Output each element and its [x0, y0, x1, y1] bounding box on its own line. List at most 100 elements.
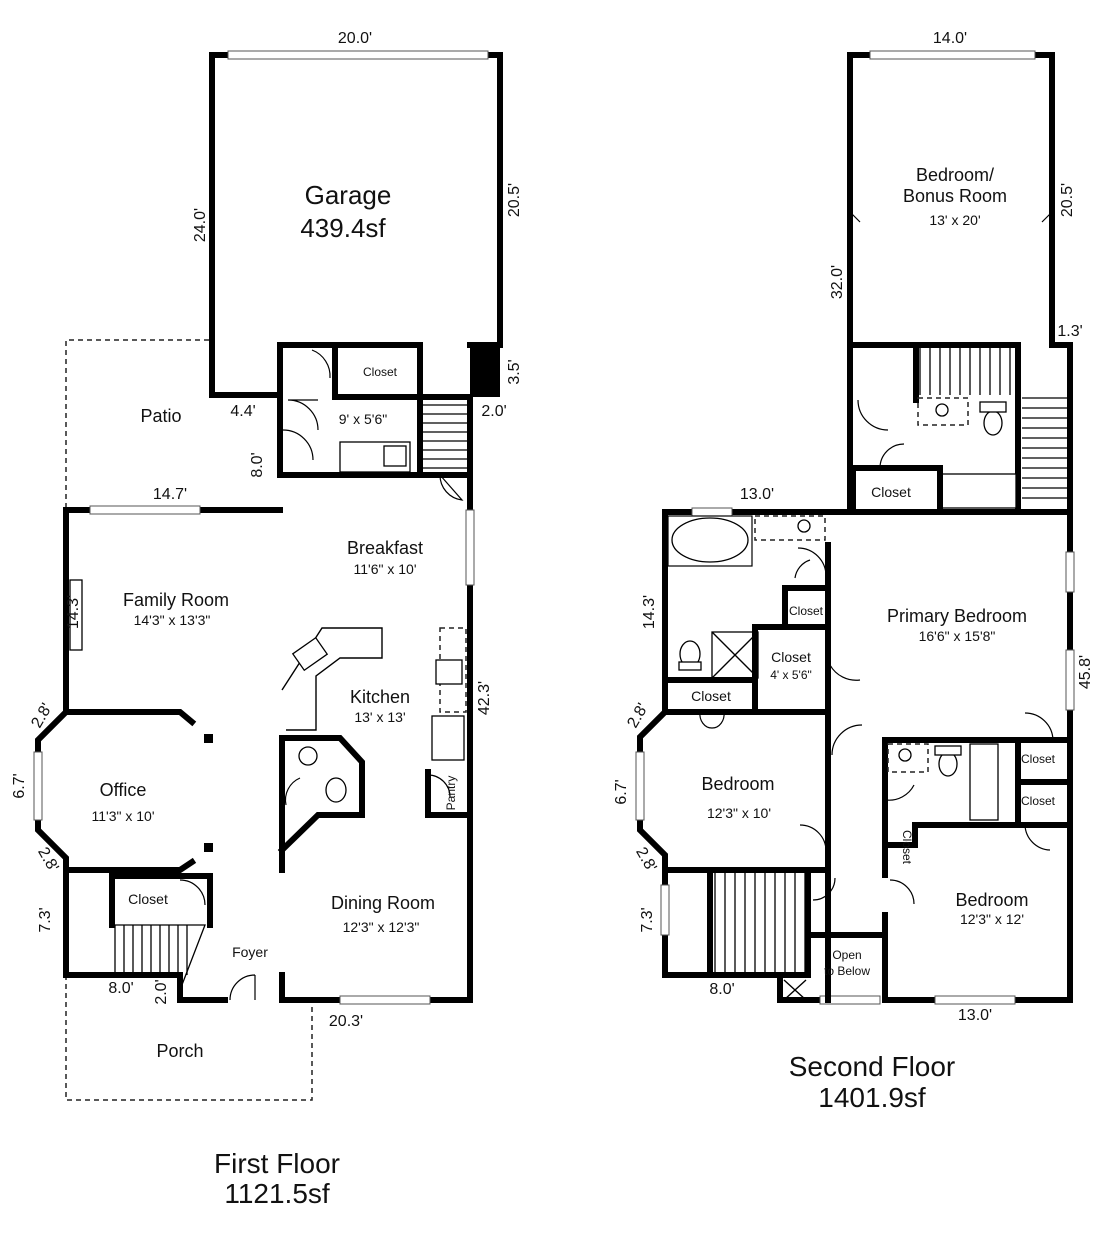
door-swing	[799, 824, 827, 852]
foyer-label: Foyer	[232, 944, 268, 960]
door-swing	[812, 877, 836, 901]
closet-foyer-label: Closet	[128, 891, 168, 907]
window	[691, 507, 733, 517]
island-sink	[291, 636, 329, 672]
vanity	[917, 397, 969, 426]
laundry-size: 9' x 5'6"	[339, 411, 387, 427]
column	[204, 734, 213, 743]
window	[1065, 551, 1075, 593]
closet-v-label: Closet	[900, 830, 914, 865]
powder-wall	[277, 735, 365, 855]
wall-left	[35, 507, 228, 1003]
door-swing	[829, 664, 861, 681]
door-swing	[284, 777, 301, 806]
dim-patio-width: 14.7'	[153, 486, 187, 503]
closet-foyer-wall	[109, 873, 213, 928]
door-swing	[1024, 712, 1054, 741]
closet-bath-label: Closet	[691, 688, 731, 704]
dim-notch: 4.4'	[230, 403, 255, 420]
patio-outline	[65, 339, 209, 510]
dim-bottom-right-2: 13.0'	[958, 1007, 992, 1024]
first-floor-title: First Floor	[214, 1148, 340, 1179]
first-floor-plan: Garage 439.4sf Patio Closet 9' x 5'6" Fa…	[11, 30, 523, 1209]
bonus-label-2: Bonus Room	[903, 186, 1007, 206]
family-room-size: 14'3" x 13'3"	[134, 612, 211, 628]
dim-stair-left: 7.3'	[37, 907, 54, 932]
fireplace	[69, 579, 83, 651]
stair-bonus	[919, 348, 1068, 499]
window	[660, 884, 670, 936]
door-swing	[857, 399, 889, 431]
tub	[941, 473, 1017, 509]
dim-bonus-right: 20.5'	[1059, 183, 1076, 217]
closet-r2-label: Closet	[1021, 794, 1056, 808]
closet-walkin-label: Closet	[771, 649, 811, 665]
laundry-sink	[383, 445, 407, 467]
kitchen-size: 13' x 13'	[354, 709, 405, 725]
bonus-label-1: Bedroom/	[916, 165, 994, 185]
dim-garage-width: 20.0'	[338, 30, 372, 47]
second-floor-plan: Bedroom/ Bonus Room 13' x 20' Closet Pri…	[613, 30, 1094, 1113]
powder-sink	[298, 746, 318, 766]
dim-garage-right: 20.5'	[506, 183, 523, 217]
kitchen-island	[281, 627, 383, 731]
closet-r1-label: Closet	[1021, 752, 1056, 766]
office-wall	[63, 709, 197, 727]
dim-bay-mid: 6.7'	[11, 773, 28, 798]
door-swing	[879, 443, 905, 469]
stair-foyer	[112, 924, 206, 991]
closet-double-door	[699, 711, 725, 729]
bathtub2	[969, 743, 999, 821]
patio-label: Patio	[140, 406, 181, 426]
bedroom-left-label: Bedroom	[701, 774, 774, 794]
dim-bonus-left: 32.0'	[829, 265, 846, 299]
hall-bath-wall	[850, 342, 943, 471]
dim-bottom-step: 2.0'	[153, 979, 170, 1004]
dining-room-label: Dining Room	[331, 893, 435, 913]
fridge	[431, 715, 465, 761]
garage-door	[227, 50, 489, 60]
door-swing	[179, 879, 206, 906]
dim-bonus-width: 14.0'	[933, 30, 967, 47]
door-swing	[885, 784, 915, 801]
window	[934, 995, 1016, 1005]
toilet-tank	[979, 401, 1007, 413]
bay-window	[33, 751, 43, 821]
pantry-label: Pantry	[444, 776, 458, 811]
bedroom-left-size: 12'3" x 10'	[707, 805, 771, 821]
closet-walkin-size: 4' x 5'6"	[770, 668, 812, 682]
dim-step: 2.0'	[481, 403, 506, 420]
front-door	[229, 974, 256, 1001]
dim-bottom-width: 20.3'	[329, 1013, 363, 1030]
pantry-wall	[425, 769, 469, 818]
office-label: Office	[100, 780, 147, 800]
breakfast-label: Breakfast	[347, 538, 423, 558]
dim-small-right: 1.3'	[1057, 323, 1082, 340]
door-swing	[831, 724, 863, 756]
closet-wall	[332, 342, 423, 400]
garage-label: Garage	[305, 180, 392, 210]
dim-left-side: 14.3'	[641, 595, 658, 629]
door-swing	[889, 879, 915, 905]
porch-outline	[65, 975, 313, 1101]
open-below-1: Open	[832, 948, 861, 962]
dim-bath-top: 13.0'	[740, 486, 774, 503]
window	[819, 995, 881, 1005]
primary-size: 16'6" x 15'8"	[919, 628, 996, 644]
sink	[898, 748, 912, 762]
bedroom-right-size: 12'3" x 12'	[960, 911, 1024, 927]
column	[204, 843, 213, 852]
dim-stair-left-2: 7.3'	[639, 907, 656, 932]
dim-right-small: 3.5'	[506, 359, 523, 384]
kitchen-label: Kitchen	[350, 687, 410, 707]
sink	[797, 519, 811, 533]
dim-garage-depth: 24.0'	[192, 208, 209, 242]
vanity	[887, 743, 929, 773]
first-floor-area: 1121.5sf	[224, 1178, 330, 1209]
sink	[935, 403, 949, 417]
dining-room-size: 12'3" x 12'3"	[343, 919, 420, 935]
bathtub	[671, 517, 749, 563]
closet-hall-label: Closet	[871, 484, 911, 500]
family-room-label: Family Room	[123, 590, 229, 610]
